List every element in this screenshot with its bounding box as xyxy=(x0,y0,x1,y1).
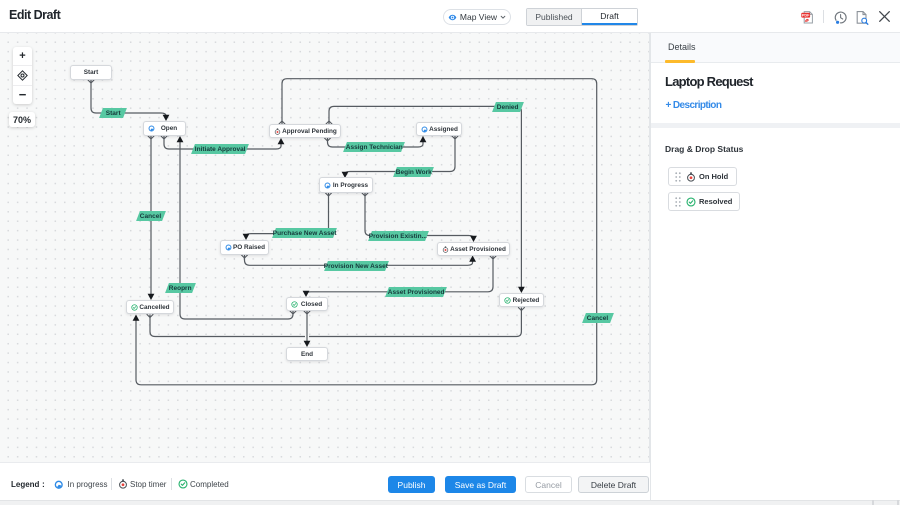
svg-text:PDF: PDF xyxy=(802,14,810,18)
